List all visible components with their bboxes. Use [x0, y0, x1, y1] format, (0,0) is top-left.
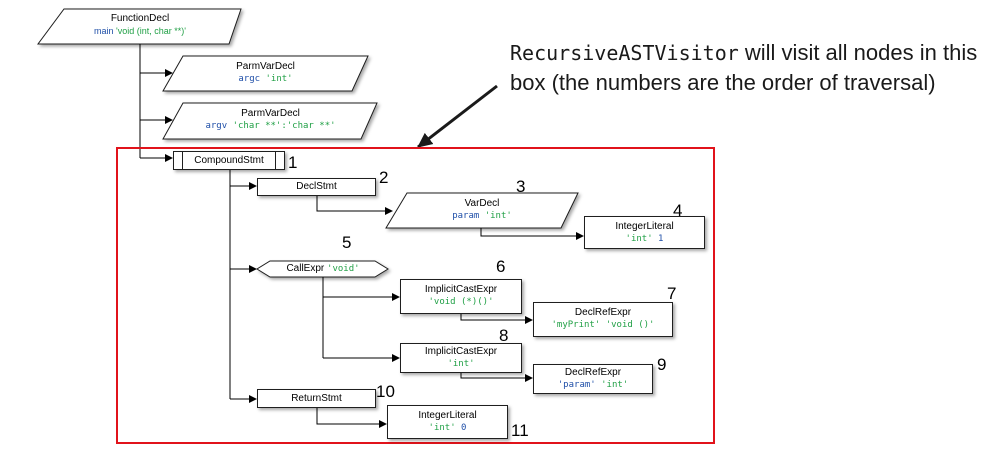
callout-arrow [417, 84, 498, 149]
traversal-caption: RecursiveASTVisitor will visit all nodes… [510, 38, 990, 97]
return-stmt-node[interactable]: ReturnStmt [257, 389, 376, 408]
node-type: 'void (*)()' [428, 297, 494, 307]
node-title: ImplicitCastExpr [424, 346, 498, 357]
traversal-order-number: 8 [499, 326, 509, 345]
parm-argc-shape [162, 55, 369, 92]
node-name: argc [238, 74, 261, 84]
call-expr-shape [256, 260, 389, 278]
traversal-order-number: 9 [657, 355, 667, 374]
node-name: 'myPrint' [551, 320, 601, 330]
traversal-order-number: 5 [342, 233, 352, 252]
node-title: DeclStmt [296, 181, 337, 192]
function-decl-shape [37, 8, 242, 45]
node-name: 'param' [557, 380, 596, 390]
parm-var-decl-argc-node[interactable]: ParmVarDecl argc 'int' [168, 60, 363, 90]
node-type: 'int' [601, 380, 629, 390]
traversal-order-number: 6 [496, 257, 506, 276]
call-expr-node[interactable]: CallExpr 'void' [262, 262, 384, 276]
node-value: 0 [461, 423, 467, 433]
decl-ref-expr-param-node[interactable]: DeclRefExpr 'param' 'int' [533, 364, 653, 394]
implicit-cast-expr-2-node[interactable]: ImplicitCastExpr 'int' [400, 343, 522, 373]
traversal-order-number: 4 [673, 201, 683, 220]
connector-lines [139, 44, 584, 428]
traversal-order-number: 7 [667, 284, 677, 303]
var-decl-node[interactable]: VarDecl param 'int' [392, 197, 572, 227]
node-title: CallExpr [286, 263, 325, 274]
compound-stmt-node[interactable]: CompoundStmt [173, 151, 285, 170]
integer-literal-0-node[interactable]: IntegerLiteral 'int' 0 [387, 405, 508, 439]
node-type: 'int' [484, 211, 512, 221]
node-title: VarDecl [464, 198, 500, 209]
function-decl-node[interactable]: FunctionDecl main 'void (int, char **)' [40, 12, 240, 44]
traversal-order-number: 3 [516, 177, 526, 196]
node-type: 'int' [447, 359, 475, 369]
traversal-order-number: 11 [511, 421, 529, 440]
node-name: param [452, 211, 480, 221]
caption-text: will visit all nodes in this box (the nu… [510, 40, 978, 95]
node-type: 'int' [265, 74, 293, 84]
node-type: 'void ()' [605, 320, 655, 330]
node-type: 'void' [327, 264, 360, 274]
node-title: ReturnStmt [291, 393, 342, 404]
node-type: 'char **':'char **' [232, 121, 336, 131]
parm-var-decl-argv-node[interactable]: ParmVarDecl argv 'char **':'char **' [168, 107, 373, 137]
node-title: CompoundStmt [194, 155, 264, 166]
caption-code: RecursiveASTVisitor [510, 41, 739, 65]
traversal-order-number: 10 [376, 382, 395, 401]
implicit-cast-expr-1-node[interactable]: ImplicitCastExpr 'void (*)()' [400, 279, 522, 314]
node-title: DeclRefExpr [574, 307, 632, 318]
traversal-order-number: 2 [379, 168, 389, 187]
decl-ref-expr-myprint-node[interactable]: DeclRefExpr 'myPrint' 'void ()' [533, 302, 673, 337]
var-decl-shape [385, 192, 579, 229]
traversal-order-number: 1 [288, 153, 298, 172]
node-type: 'int' [625, 234, 653, 244]
node-title: IntegerLiteral [418, 410, 477, 421]
node-title: FunctionDecl [110, 13, 170, 24]
node-name: main [94, 26, 114, 36]
traversal-highlight-box [116, 147, 715, 444]
node-title: ParmVarDecl [241, 108, 300, 119]
decl-stmt-node[interactable]: DeclStmt [257, 178, 376, 196]
node-name: argv [205, 121, 228, 131]
node-title: DeclRefExpr [564, 367, 622, 378]
integer-literal-1-node[interactable]: IntegerLiteral 'int' 1 [584, 216, 705, 249]
node-type: 'int' [428, 423, 456, 433]
node-value: 1 [658, 234, 664, 244]
parm-argv-shape [162, 102, 378, 140]
node-type: 'void (int, char **)' [116, 26, 186, 36]
node-title: ParmVarDecl [236, 61, 295, 72]
node-title: IntegerLiteral [615, 221, 674, 232]
node-title: ImplicitCastExpr [424, 284, 498, 295]
